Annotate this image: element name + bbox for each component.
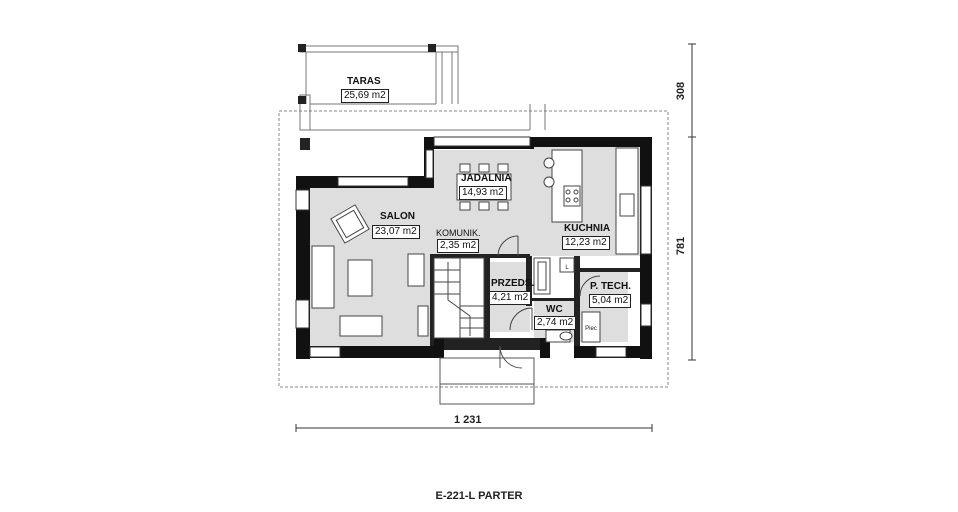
room-name-taras: TARAS [347, 76, 381, 87]
room-name-tech: P. TECH. [590, 281, 631, 292]
entrance [439, 345, 535, 405]
pergola-posts [298, 44, 436, 150]
room-name-kuchnia: KUCHNIA [564, 223, 611, 234]
plan-caption: E-221-L PARTER [435, 490, 523, 502]
staircase [433, 257, 485, 339]
dimension-width: 1 231 [454, 414, 482, 426]
room-name-komunik: KOMUNIK. [436, 228, 481, 238]
room-name-jadalnia: JADALNIA [461, 173, 512, 184]
windows [295, 136, 652, 358]
roof-outline [278, 110, 669, 388]
doors [497, 235, 601, 331]
room-name-salon: SALON [380, 211, 415, 222]
terrace-pergola [299, 45, 546, 131]
room-area-salon: 23,07 m2 [372, 225, 420, 239]
living-furniture [311, 204, 429, 337]
room-area-jadalnia: 14,93 m2 [459, 186, 507, 200]
room-name-wc: WC [546, 304, 563, 315]
room-area-taras: 25,69 m2 [341, 89, 389, 103]
room-name-przeds: PRZEDS. [491, 278, 535, 289]
room-area-wc: 2,74 m2 [534, 316, 577, 330]
room-area-tech: 5,04 m2 [589, 294, 632, 308]
bath-fixtures [533, 257, 601, 343]
kitchen-fixtures [543, 147, 639, 255]
dimension-depth-terrace: 308 [675, 81, 688, 101]
dimension-lines [295, 43, 696, 432]
boiler-label: Piec [585, 326, 597, 332]
room-area-kuchnia: 12,23 m2 [562, 236, 610, 250]
fridge-label: L [565, 265, 569, 271]
room-area-komunik: 2,35 m2 [437, 239, 480, 253]
interior-walls [430, 254, 640, 350]
dimension-depth-house: 781 [675, 236, 688, 256]
room-area-przeds: 4,21 m2 [489, 291, 532, 305]
